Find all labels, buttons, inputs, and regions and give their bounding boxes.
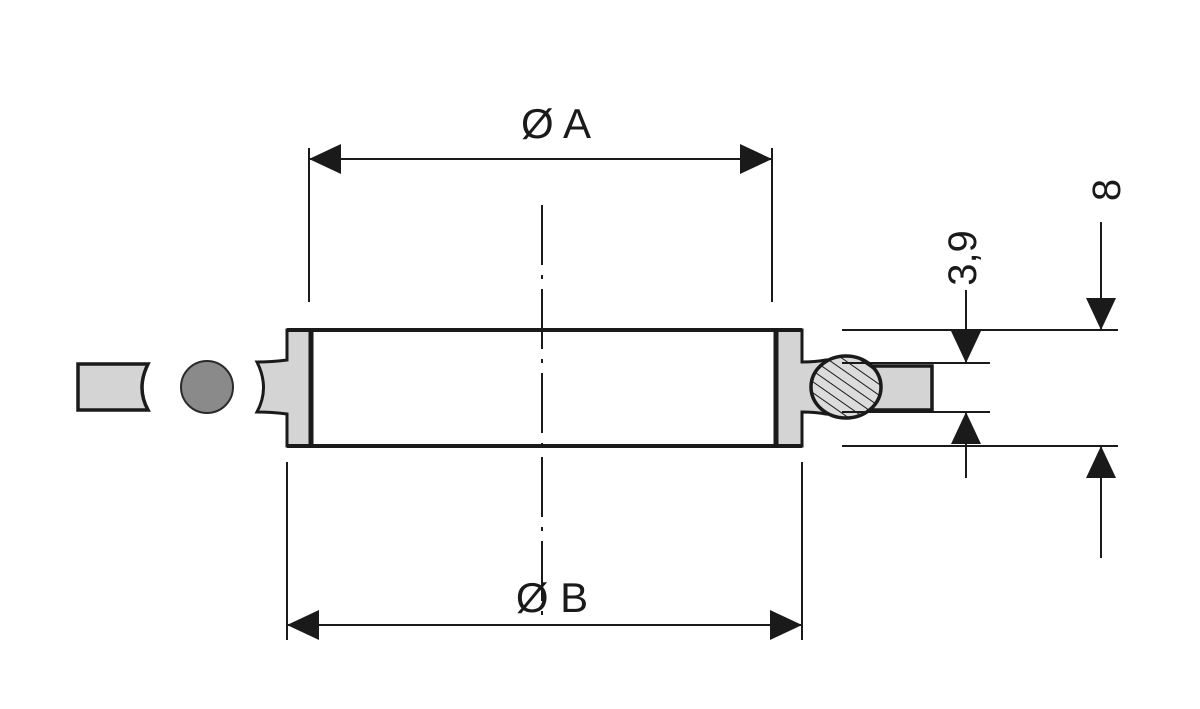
label-thickness: 3,9: [941, 230, 985, 286]
arrow-3-9-bottom: [951, 412, 981, 444]
centering-ring: [254, 328, 934, 448]
arrow-8-top: [1086, 298, 1116, 330]
label-dia-b: Ø B: [516, 574, 588, 621]
arrow-b-right: [770, 610, 802, 640]
exploded-o-ring-section: [180, 360, 234, 414]
dimension-a: Ø A: [308, 100, 773, 302]
arrow-b-left: [287, 610, 319, 640]
o-ring-section: [809, 354, 883, 420]
label-height: 8: [1085, 179, 1129, 201]
arrow-8-bottom: [1086, 446, 1116, 478]
exploded-parts: [76, 360, 234, 414]
dimension-b: Ø B: [286, 462, 803, 640]
arrow-3-9-top: [951, 331, 981, 363]
arrow-a-right: [740, 144, 772, 174]
dimension-thickness: 3,9: [842, 230, 990, 478]
left-flange-section: [254, 328, 313, 448]
arrow-a-left: [309, 144, 341, 174]
label-dia-a: Ø A: [521, 100, 591, 147]
exploded-ring-section: [76, 362, 151, 412]
dimension-height: 8: [842, 179, 1129, 558]
